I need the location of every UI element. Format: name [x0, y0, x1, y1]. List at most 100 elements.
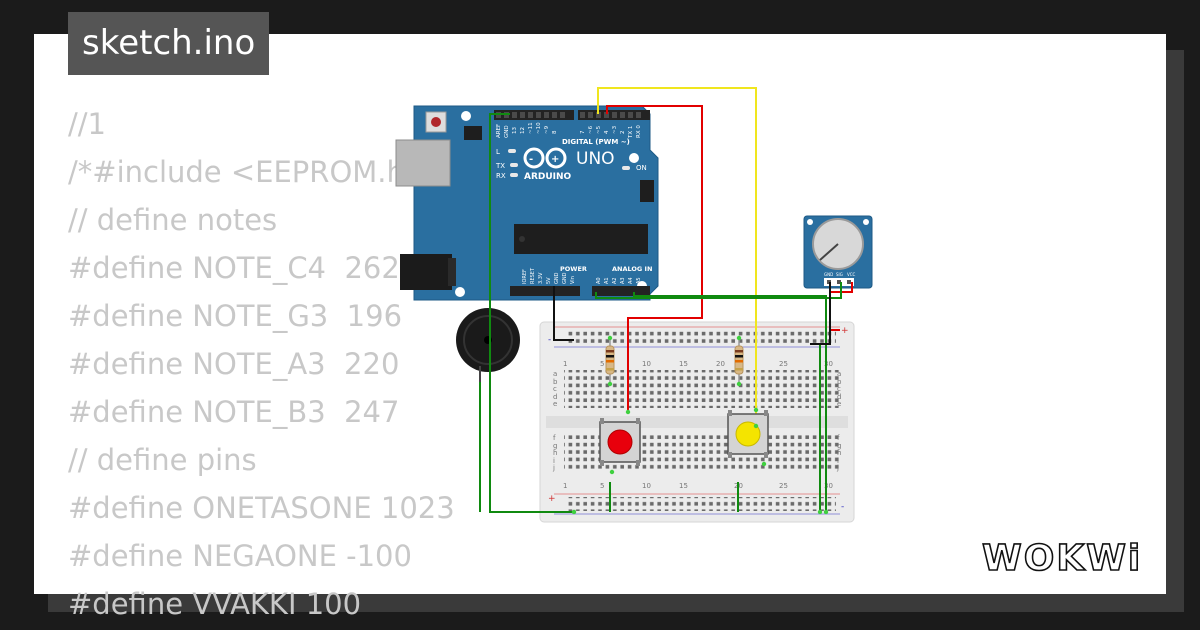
pin-label: ~9 [544, 125, 550, 134]
pin-label: RX 0 [636, 125, 642, 138]
pin-label: A2 [612, 277, 618, 284]
code-line: #define NOTE_G3 196 [68, 299, 403, 333]
code-line: #define VVAKKI 100 [68, 587, 362, 621]
code-line: #define NOTE_A3 220 [68, 347, 400, 381]
arduino-uno-board[interactable]: AREF GND 13 12 ~11 ~10 ~9 8 7 ~6 ~5 4 ~3… [395, 105, 659, 301]
code-line: #define NEGAONE -100 [68, 539, 412, 573]
col-number: 10 [642, 482, 651, 490]
code-line: // define notes [68, 203, 278, 237]
wire-black-pot [810, 282, 831, 345]
code-line: #define ONETASONE 1023 [68, 491, 455, 525]
pushbutton-red[interactable] [599, 418, 641, 466]
row-letter: d [553, 393, 557, 401]
wokwi-logo: WOKWi [981, 537, 1141, 580]
wire-green-gnd-top [489, 113, 574, 513]
pin-label: 13 [512, 127, 518, 134]
col-number: 15 [679, 482, 688, 490]
preview-card: //1/*#include <EEPROM.h>// define notes#… [34, 34, 1166, 621]
pin-label: 7 [580, 130, 586, 134]
row-letter: d [837, 393, 841, 401]
digital-label: DIGITAL (PWM ~) [562, 138, 630, 146]
pin-label: ~10 [536, 122, 542, 134]
resistor-2[interactable] [734, 338, 744, 384]
col-number: 20 [716, 360, 725, 368]
row-letter: h [837, 449, 841, 457]
col-number: 5 [600, 482, 604, 490]
power-jack [400, 254, 452, 290]
wire-green-a0 [595, 282, 842, 299]
pin-label: TX 1 [628, 126, 634, 139]
pin-label: 4 [604, 130, 610, 134]
pin-label: GND [504, 125, 510, 138]
pushbutton-yellow[interactable] [727, 410, 769, 458]
row-letter: g [837, 442, 841, 450]
col-number: 1 [563, 360, 567, 368]
pot-pin-label: VCC [847, 272, 856, 277]
pin-label: 3.3V [538, 272, 544, 284]
row-letter: c [553, 385, 557, 393]
row-letter: f [837, 434, 840, 442]
col-number: 10 [642, 360, 651, 368]
wire-black-gnd [553, 286, 574, 341]
potentiometer[interactable]: GND SIG VCC [803, 215, 873, 289]
pin-label: A0 [596, 277, 602, 284]
circuit-diagram: + - + - 1 5 10 15 20 25 30 1 5 10 15 20 … [395, 87, 873, 523]
pin-label: Vin [570, 276, 576, 284]
rail-minus-bottom: - [841, 502, 844, 512]
row-letter: b [553, 378, 558, 386]
wire-red-button [606, 105, 703, 412]
col-number: 25 [779, 482, 788, 490]
pin-label: A1 [604, 277, 610, 284]
pin-label: 12 [520, 127, 526, 134]
analog-header [592, 286, 650, 296]
row-letter: j [836, 464, 839, 472]
pin-label: 5V [546, 277, 552, 284]
row-letter: f [553, 434, 556, 442]
pin-label: A4 [628, 277, 634, 284]
pin-label: RESET [530, 267, 536, 284]
code-line: #define NOTE_B3 247 [68, 395, 400, 429]
pin-label: ~11 [528, 122, 534, 134]
col-number: 15 [679, 360, 688, 368]
analog-label: ANALOG IN [612, 265, 652, 273]
svg-text:+: + [551, 154, 559, 165]
led-label-tx: TX [495, 162, 505, 170]
breadboard: + - + - 1 5 10 15 20 25 30 1 5 10 15 20 … [539, 321, 855, 523]
code-line: // define pins [68, 443, 257, 477]
pot-pin-label: GND [824, 272, 833, 277]
filename-tab[interactable]: sketch.ino [68, 12, 270, 75]
row-letter: h [553, 449, 557, 457]
rail-plus-bottom: + [548, 494, 556, 504]
col-number: 25 [779, 360, 788, 368]
pin-label: A5 [636, 277, 642, 284]
digital-header-left [494, 110, 574, 120]
row-letter: c [837, 385, 841, 393]
piezo-buzzer[interactable] [456, 308, 520, 382]
resistor-1[interactable] [605, 338, 615, 384]
pin-label: 2 [620, 131, 626, 135]
row-letter: g [553, 442, 557, 450]
col-number: 1 [563, 482, 567, 490]
led-label-rx: RX [496, 172, 506, 180]
col-number: 30 [824, 482, 833, 490]
row-letter: e [553, 400, 557, 408]
code-line: //1 [68, 107, 106, 141]
usb-port [395, 139, 451, 187]
pin-label: ~5 [596, 125, 602, 134]
pin-label: GND [562, 272, 568, 284]
rail-plus-top: + [841, 326, 849, 336]
col-number: 5 [600, 360, 604, 368]
power-header [510, 286, 580, 296]
power-label: POWER [560, 265, 587, 273]
rail-minus-top: - [548, 335, 551, 345]
row-letter: j [552, 464, 555, 472]
row-letter: i [837, 457, 839, 465]
pin-label: 8 [552, 130, 558, 134]
col-number: 30 [824, 360, 833, 368]
pin-label: A3 [620, 277, 626, 284]
pin-label: GND [554, 272, 560, 284]
pin-label: AREF [496, 124, 502, 138]
icsp-header [640, 180, 654, 202]
row-letter: e [837, 400, 841, 408]
led-label-l: L [496, 148, 500, 156]
